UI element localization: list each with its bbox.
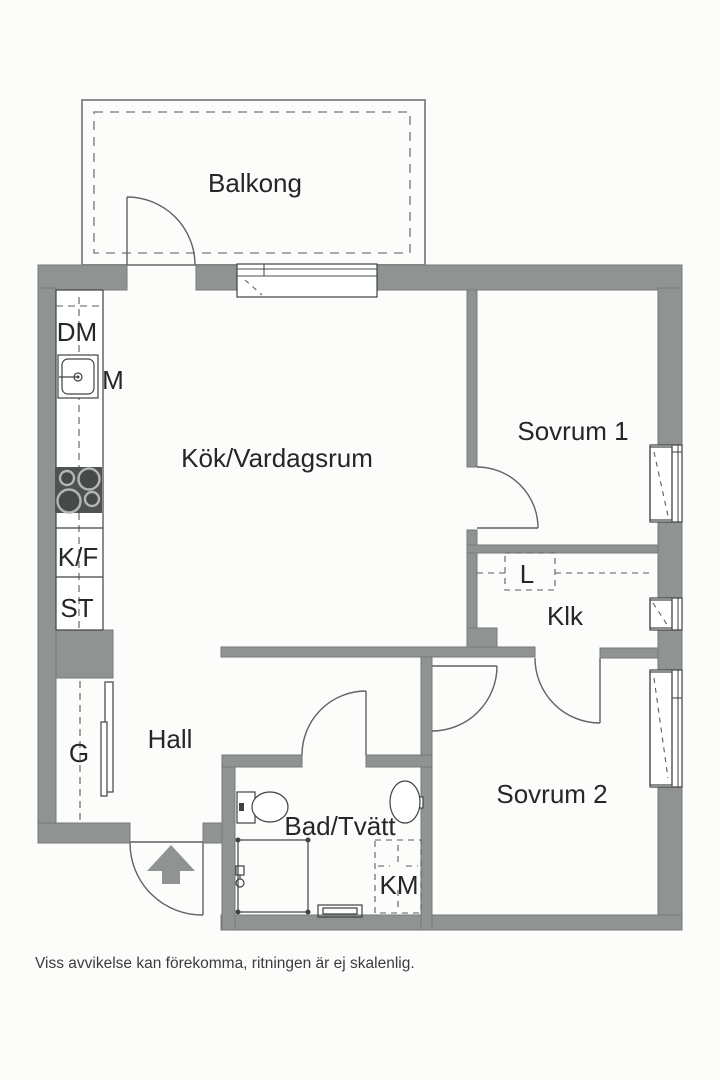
floor-drain (317, 904, 363, 918)
bedroom2-label: Sovrum 2 (496, 779, 607, 809)
wall-right-2 (657, 521, 683, 599)
balcony-label: Balkong (208, 168, 302, 198)
linen-closet: L (477, 552, 653, 591)
hall-wardrobe: G (69, 681, 114, 820)
wall-right-3 (657, 629, 683, 671)
bedroom2-door (431, 665, 498, 732)
bedroom1-door (476, 466, 539, 529)
wall-kitchen-end-block (55, 629, 114, 679)
washing-machine-label: KM (380, 870, 419, 900)
sink-label: M (102, 365, 124, 395)
wall-top-left (37, 264, 128, 291)
bathroom-door (301, 690, 367, 756)
kitchen-counter: DM M K/F ST (55, 289, 124, 631)
wardrobe-label: G (69, 738, 89, 768)
window-top (236, 263, 378, 298)
balcony-door (126, 196, 196, 266)
wall-bathroom-right (420, 656, 433, 931)
disclaimer-text: Viss avvikelse kan förekomma, ritningen … (35, 955, 415, 972)
walls (37, 264, 683, 931)
wall-bottom (220, 914, 683, 931)
wall-bathroom-left (221, 754, 236, 931)
window-closet (649, 597, 683, 631)
hall-label: Hall (148, 724, 193, 754)
balcony-railing (93, 111, 411, 254)
closet-label: Klk (547, 601, 584, 631)
linen-label: L (520, 559, 534, 589)
bathroom-label: Bad/Tvätt (284, 811, 396, 841)
wall-kitchen-bedroom1 (466, 289, 478, 468)
wall-bottom-left (37, 822, 131, 844)
wall-right-1 (657, 287, 683, 446)
wall-top-mid (195, 264, 238, 291)
tall-cabinet-label: ST (60, 593, 93, 623)
window-bedroom1 (649, 444, 683, 523)
dishwasher-label: DM (57, 317, 97, 347)
window-bedroom2 (649, 669, 683, 788)
wall-left (37, 287, 57, 824)
wall-right-4 (657, 786, 683, 931)
closet-door (534, 657, 601, 724)
wall-closet-south (599, 647, 659, 659)
washing-machine: KM (374, 839, 422, 914)
shower (235, 837, 311, 915)
bathroom-sink (389, 780, 424, 824)
kitchen-living-label: Kök/Vardagsrum (181, 443, 373, 473)
wall-bathroom-top-right (365, 754, 433, 768)
fridge-freezer-label: K/F (58, 542, 98, 572)
bedroom1-label: Sovrum 1 (517, 416, 628, 446)
entry-door (129, 841, 204, 916)
wall-corridor-north (220, 646, 536, 658)
wall-bathroom-top-left (221, 754, 303, 768)
balcony: Balkong (81, 99, 426, 266)
wall-closet-step (466, 627, 498, 649)
wall-top-right (376, 264, 683, 291)
entry-arrow-icon (147, 845, 195, 884)
wall-bedroom1-closet (466, 544, 659, 554)
kitchen-sink (57, 354, 99, 399)
stove (55, 467, 102, 514)
shower-fixture-icon (235, 865, 245, 888)
toilet (236, 791, 289, 824)
